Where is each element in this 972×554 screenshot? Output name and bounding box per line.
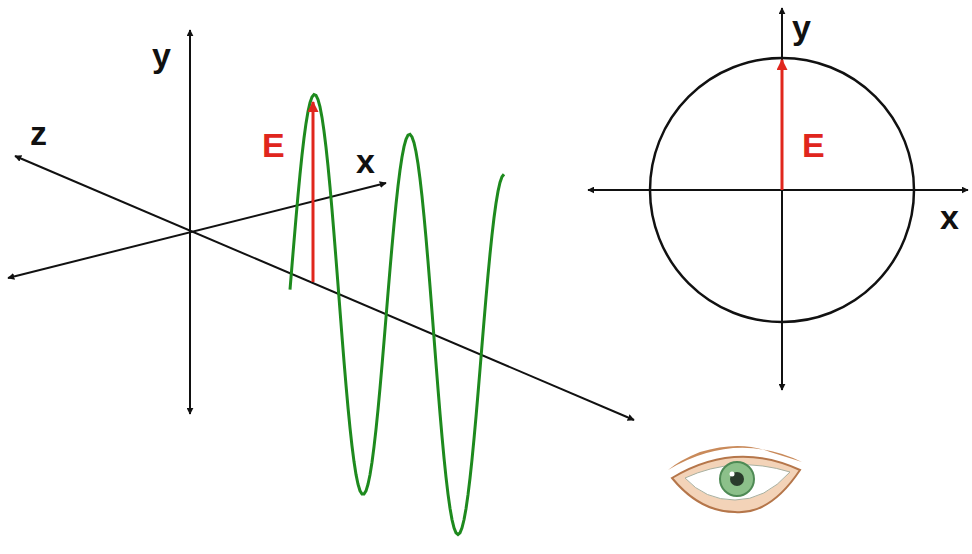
axis-label: y: [152, 38, 171, 72]
z-axis: [15, 156, 634, 420]
view-x-axis: [588, 189, 968, 191]
e-field-vector: [312, 102, 315, 282]
eye-icon: [668, 446, 802, 512]
axis-label: z: [30, 116, 47, 150]
axis-label: x: [940, 200, 959, 234]
field-label: E: [802, 128, 825, 162]
axis-label: x: [356, 144, 375, 178]
view-y-axis: [781, 8, 783, 390]
light-wave: [290, 95, 504, 535]
field-label: E: [262, 128, 285, 162]
x-axis: [8, 183, 386, 278]
view-e-vector: [781, 60, 784, 190]
axis-label: y: [792, 10, 811, 44]
y-axis: [189, 30, 191, 414]
